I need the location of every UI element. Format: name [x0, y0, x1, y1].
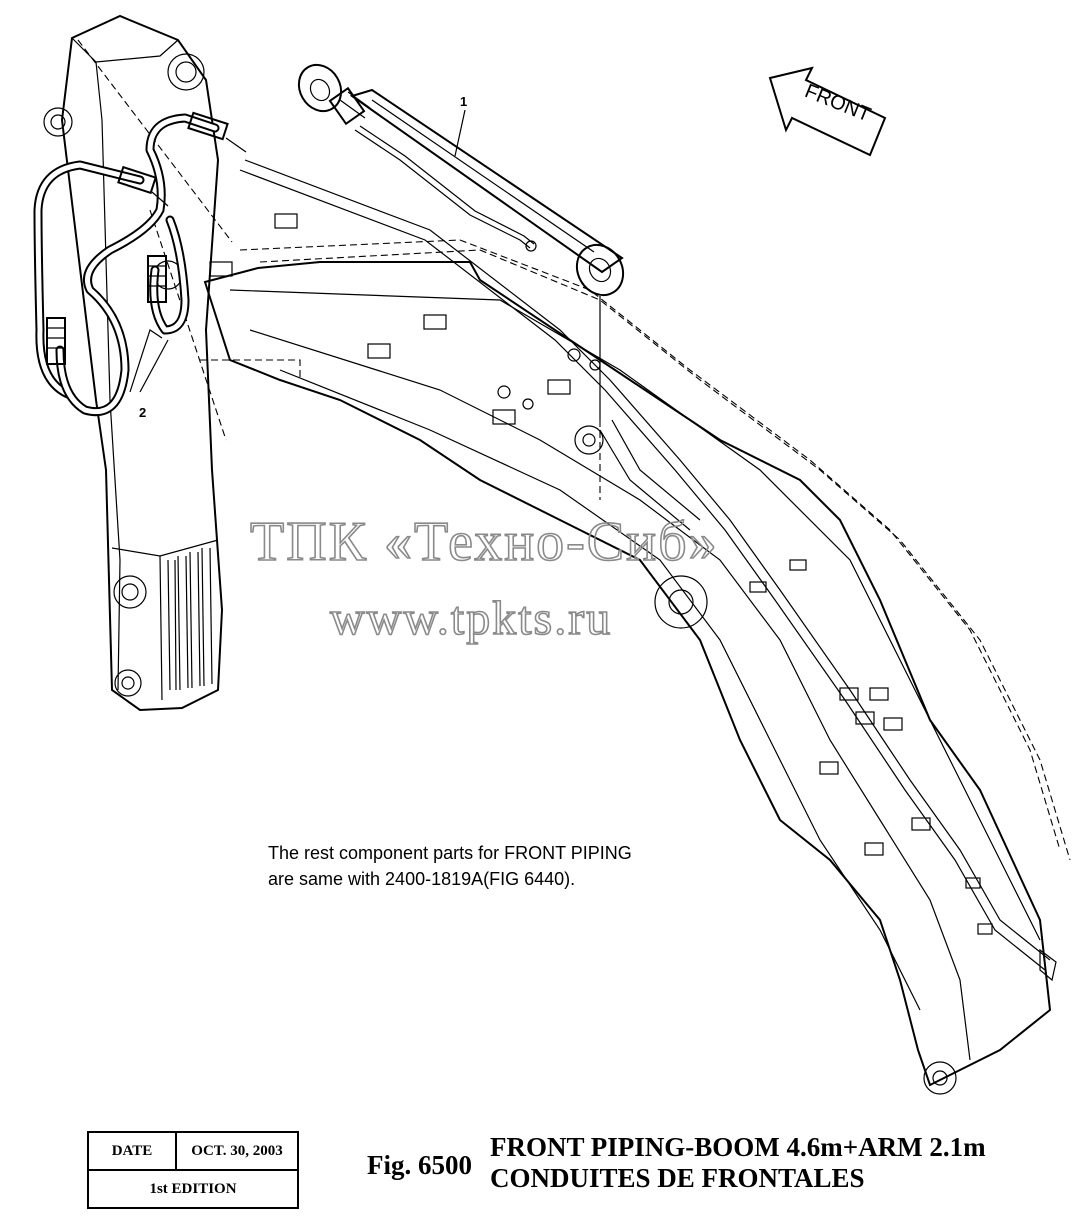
- note-text: The rest component parts for FRONT PIPIN…: [268, 840, 632, 892]
- callout-2: 2: [139, 405, 146, 420]
- note-line-1: The rest component parts for FRONT PIPIN…: [268, 843, 632, 863]
- figure-title-line-1: FRONT PIPING-BOOM 4.6m+ARM 2.1m: [490, 1132, 986, 1162]
- date-value: OCT. 30, 2003: [175, 1131, 299, 1171]
- hydraulic-cylinder: [297, 63, 625, 420]
- boom-structure: [200, 159, 1071, 1095]
- watermark-company: ТПК «Техно-Сиб»: [250, 511, 719, 573]
- callout-2-label: 2: [139, 405, 146, 420]
- edition-label: 1st EDITION: [87, 1169, 299, 1209]
- watermark-url: www.tpkts.ru: [330, 592, 612, 645]
- figure-title-line-2: CONDUITES DE FRONTALES: [490, 1163, 865, 1193]
- edition-stamp: DATE OCT. 30, 2003 1st EDITION: [87, 1131, 299, 1209]
- figure-number: Fig. 6500: [367, 1150, 472, 1180]
- front-arrow-label: FRONT: [802, 80, 874, 126]
- figure-title: FRONT PIPING-BOOM 4.6m+ARM 2.1m CONDUITE…: [490, 1132, 986, 1194]
- date-label: DATE: [87, 1131, 177, 1171]
- callout-1: 1: [454, 94, 467, 157]
- hydraulic-hoses: [33, 111, 247, 416]
- callout-1-label: 1: [460, 94, 467, 109]
- pipe-clamps: [209, 213, 1057, 982]
- front-direction-arrow: FRONT: [768, 66, 887, 157]
- watermark: ТПК «Техно-Сиб» www.tpkts.ru: [249, 510, 719, 646]
- note-line-2: are same with 2400-1819A(FIG 6440).: [268, 869, 576, 889]
